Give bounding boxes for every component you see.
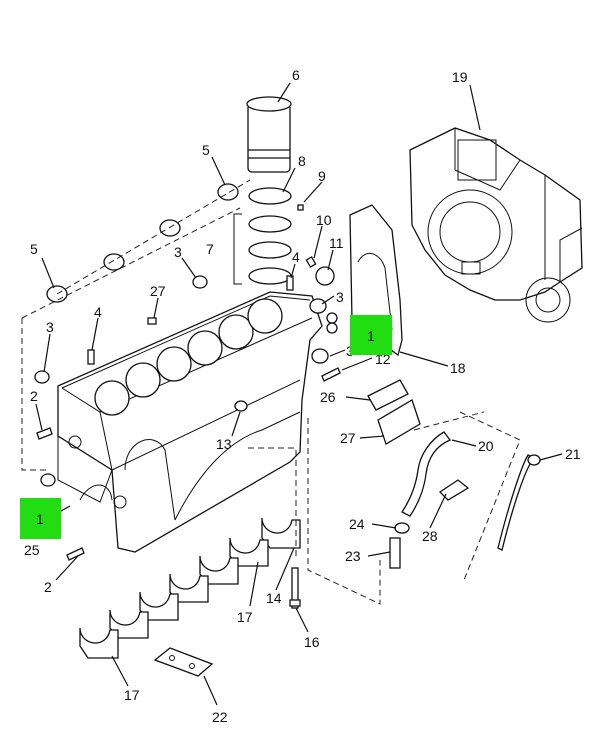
callout-18: 18 [450, 360, 466, 376]
callout-11: 11 [329, 235, 344, 251]
callout-6: 6 [292, 67, 300, 83]
callout-14: 14 [266, 590, 282, 606]
main-bearing-caps [79, 517, 301, 659]
callout-25: 25 [24, 542, 40, 558]
callout-labels: 6 19 5 8 9 10 7 11 5 3 4 27 3 3 4 3 12 1… [24, 67, 581, 725]
callout-5b: 5 [30, 241, 38, 257]
callout-17a: 17 [237, 609, 253, 625]
seal-rings [233, 187, 292, 285]
bolt-and-plate [153, 567, 301, 677]
highlight-box[interactable] [20, 498, 61, 539]
callout-4b: 4 [94, 304, 102, 320]
callout-3a: 3 [174, 244, 182, 260]
callout-19: 19 [452, 69, 468, 85]
callout-5: 5 [202, 142, 210, 158]
callout-17b: 17 [124, 687, 140, 703]
cylinder-block [57, 291, 323, 553]
callout-16: 16 [304, 634, 320, 650]
callout-27a: 27 [150, 283, 166, 299]
cylinder-liner [246, 96, 292, 173]
flywheel-housing [409, 127, 583, 323]
callout-10: 10 [316, 212, 332, 228]
cam-bushings [46, 179, 251, 303]
callout-23: 23 [345, 548, 361, 564]
callout-26: 26 [320, 389, 336, 405]
plugs [34, 204, 341, 561]
callout-3c: 3 [46, 319, 54, 335]
assembly-lines [21, 207, 521, 605]
callout-4a: 4 [292, 249, 300, 265]
highlight-marker-bottom[interactable]: 1 [20, 498, 61, 539]
callout-9: 9 [318, 168, 326, 184]
callout-21: 21 [565, 446, 581, 462]
callout-27b: 27 [340, 430, 356, 446]
callout-22: 22 [212, 709, 228, 725]
highlight-label: 1 [367, 328, 375, 344]
callout-28: 28 [422, 528, 438, 544]
highlight-label: 1 [36, 511, 44, 527]
callout-13: 13 [216, 436, 232, 452]
tubes [389, 431, 541, 569]
callout-7: 7 [206, 241, 214, 257]
brackets [367, 379, 470, 501]
callout-3b: 3 [336, 289, 344, 305]
callout-8: 8 [298, 153, 306, 169]
callout-2a: 2 [30, 388, 38, 404]
highlight-marker-top[interactable]: 1 [350, 315, 392, 355]
leader-lines [35, 82, 563, 706]
callout-2b: 2 [44, 579, 52, 595]
callout-20: 20 [478, 438, 494, 454]
highlight-box[interactable] [350, 315, 392, 355]
callout-24: 24 [349, 516, 365, 532]
